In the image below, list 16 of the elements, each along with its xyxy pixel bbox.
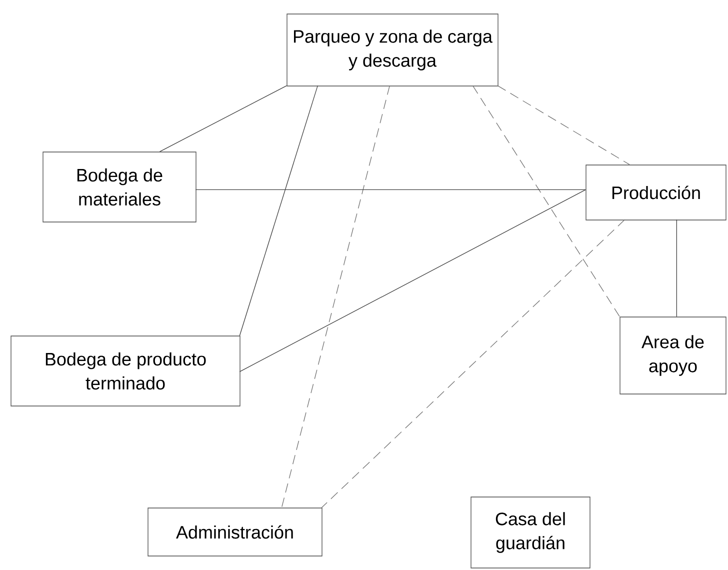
- room-box: Bodega de materiales: [42, 152, 196, 222]
- room-box: Parqueo y zona de carga y descarga: [286, 14, 498, 86]
- room-box: Bodega de producto terminado: [10, 336, 240, 406]
- connector-line: [239, 189, 586, 372]
- connector-line: [676, 219, 677, 317]
- connector-line: [497, 85, 630, 165]
- connector-line: [195, 189, 586, 190]
- connector-line: [472, 85, 620, 317]
- connector-line: [281, 85, 390, 508]
- room-box: Producción: [586, 164, 726, 220]
- room-box: Casa del guardián: [470, 496, 590, 568]
- room-box: Administración: [148, 508, 322, 556]
- connector-line: [239, 85, 318, 336]
- room-box: Area de apoyo: [620, 316, 726, 394]
- connector-line: [321, 219, 626, 508]
- connector-line: [159, 85, 287, 152]
